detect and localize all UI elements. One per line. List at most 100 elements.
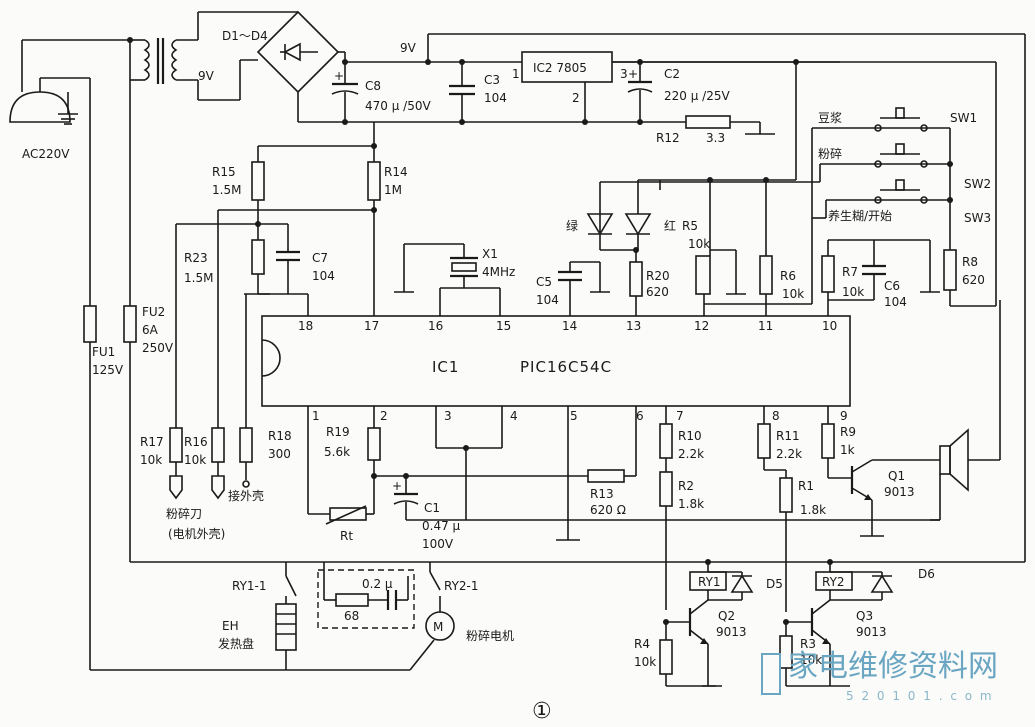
ic1-pin-8: 8 <box>772 409 780 423</box>
eh-heater-plate <box>275 603 297 651</box>
r9-name: R9 <box>840 425 856 439</box>
svg-text:+: + <box>334 69 344 83</box>
switch-yangsheng-label: 养生糊/开始 <box>828 208 892 223</box>
c5-capacitor <box>558 262 582 316</box>
snubber-box <box>317 569 415 629</box>
probe-case-label: 接外壳 <box>228 488 264 503</box>
sw2-label: SW2 <box>964 177 991 191</box>
r8-name: R8 <box>962 255 978 269</box>
r12-resistor <box>685 115 731 129</box>
r2-name: R2 <box>678 479 694 493</box>
r1-resistor <box>779 477 793 513</box>
eh-desc: 发热盘 <box>218 636 254 651</box>
r14-value: 1M <box>384 183 402 197</box>
c8-value: 470 μ /50V <box>365 99 431 113</box>
rt-thermistor <box>325 505 367 525</box>
sw3-switch[interactable] <box>870 179 932 204</box>
c1-name: C1 <box>424 501 440 515</box>
ic2-label: IC2 7805 <box>533 61 587 75</box>
q3-name: Q3 <box>856 609 873 623</box>
ic1-pin-10: 10 <box>822 319 837 333</box>
r6-resistor <box>759 255 773 295</box>
fu1-rating: 125V <box>92 363 124 377</box>
r19-resistor <box>367 427 381 461</box>
c1-value: 0.47 μ <box>422 519 461 533</box>
c5-name: C5 <box>536 275 552 289</box>
r12-name: R12 <box>656 131 680 145</box>
r3-value: 10k <box>800 653 822 667</box>
svg-text:+: + <box>392 479 402 493</box>
q1-name: Q1 <box>888 469 905 483</box>
ry2-label: RY2 <box>822 575 845 589</box>
svg-text:+: + <box>628 67 638 81</box>
d5-diode <box>730 574 754 593</box>
c2-value: 220 μ /25V <box>664 89 730 103</box>
ac-plug-symbol <box>9 39 130 125</box>
r14-resistor <box>367 161 381 201</box>
c7-name: C7 <box>312 251 328 265</box>
ic1-pin-4: 4 <box>510 409 518 423</box>
ic1-pin-9: 9 <box>840 409 848 423</box>
ic1-pin-12: 12 <box>694 319 709 333</box>
eh-name: EH <box>222 619 239 633</box>
fu2-fuse <box>123 305 137 343</box>
q2-value: 9013 <box>716 625 747 639</box>
probe-blade-label: 粉碎刀 <box>166 506 202 521</box>
ry1-1-label: RY1-1 <box>232 579 267 593</box>
r4-value: 10k <box>634 655 656 669</box>
led-green <box>586 213 636 251</box>
r16-resistor <box>211 427 225 463</box>
r20-name: R20 <box>646 269 670 283</box>
c5-value: 104 <box>536 293 559 307</box>
q1-value: 9013 <box>884 485 915 499</box>
sw1-switch[interactable] <box>870 107 932 132</box>
ic2-pin3: 3 <box>620 67 628 81</box>
c6-name: C6 <box>884 279 900 293</box>
ic1-pin-1: 1 <box>312 409 320 423</box>
transformer-symbol <box>130 38 198 84</box>
r12-value: 3.3 <box>706 131 725 145</box>
ic1-part: PIC16C54C <box>520 358 612 376</box>
r10-value: 2.2k <box>678 447 704 461</box>
r13-value: 620 Ω <box>590 503 626 517</box>
watermark-url: 5 2 0 1 0 1 . c o m <box>846 689 994 703</box>
r10-name: R10 <box>678 429 702 443</box>
r11-name: R11 <box>776 429 800 443</box>
r7-resistor <box>821 255 835 293</box>
r4-name: R4 <box>634 637 650 651</box>
r2-value: 1.8k <box>678 497 704 511</box>
c6-value: 104 <box>884 295 907 309</box>
r23-resistor <box>251 239 265 275</box>
r19-name: R19 <box>326 425 350 439</box>
motor-label: 粉碎电机 <box>466 628 514 643</box>
ic1-pin-7: 7 <box>676 409 684 423</box>
ic1-chip <box>261 315 851 407</box>
r9-resistor <box>821 423 835 459</box>
snubber-resistor <box>335 593 369 607</box>
c3-value: 104 <box>484 91 507 105</box>
r18-name: R18 <box>268 429 292 443</box>
x1-crystal <box>450 244 478 288</box>
sw1-label: SW1 <box>950 111 977 125</box>
fu1-fuse <box>83 305 97 343</box>
r6-value: 10k <box>782 287 804 301</box>
r5-value: 10k <box>688 237 710 251</box>
ic2-regulator <box>521 51 613 83</box>
sw2-switch[interactable] <box>870 143 932 168</box>
ic1-pin-15: 15 <box>496 319 511 333</box>
fu1-name: FU1 <box>92 345 115 359</box>
r17-value: 10k <box>140 453 162 467</box>
figure-number: ① <box>532 699 552 724</box>
r8-value: 620 <box>962 273 985 287</box>
x1-name: X1 <box>482 247 498 261</box>
r16-name: R16 <box>184 435 208 449</box>
fu2-name: FU2 <box>142 305 165 319</box>
motor-icon <box>425 611 455 641</box>
ic1-pin-11: 11 <box>758 319 773 333</box>
bridge-rectifier <box>256 10 340 94</box>
ic1-pin-17: 17 <box>364 319 379 333</box>
r20-value: 620 <box>646 285 669 299</box>
fu2-voltage: 250V <box>142 341 174 355</box>
bridge-label: D1～D4 <box>222 29 268 43</box>
